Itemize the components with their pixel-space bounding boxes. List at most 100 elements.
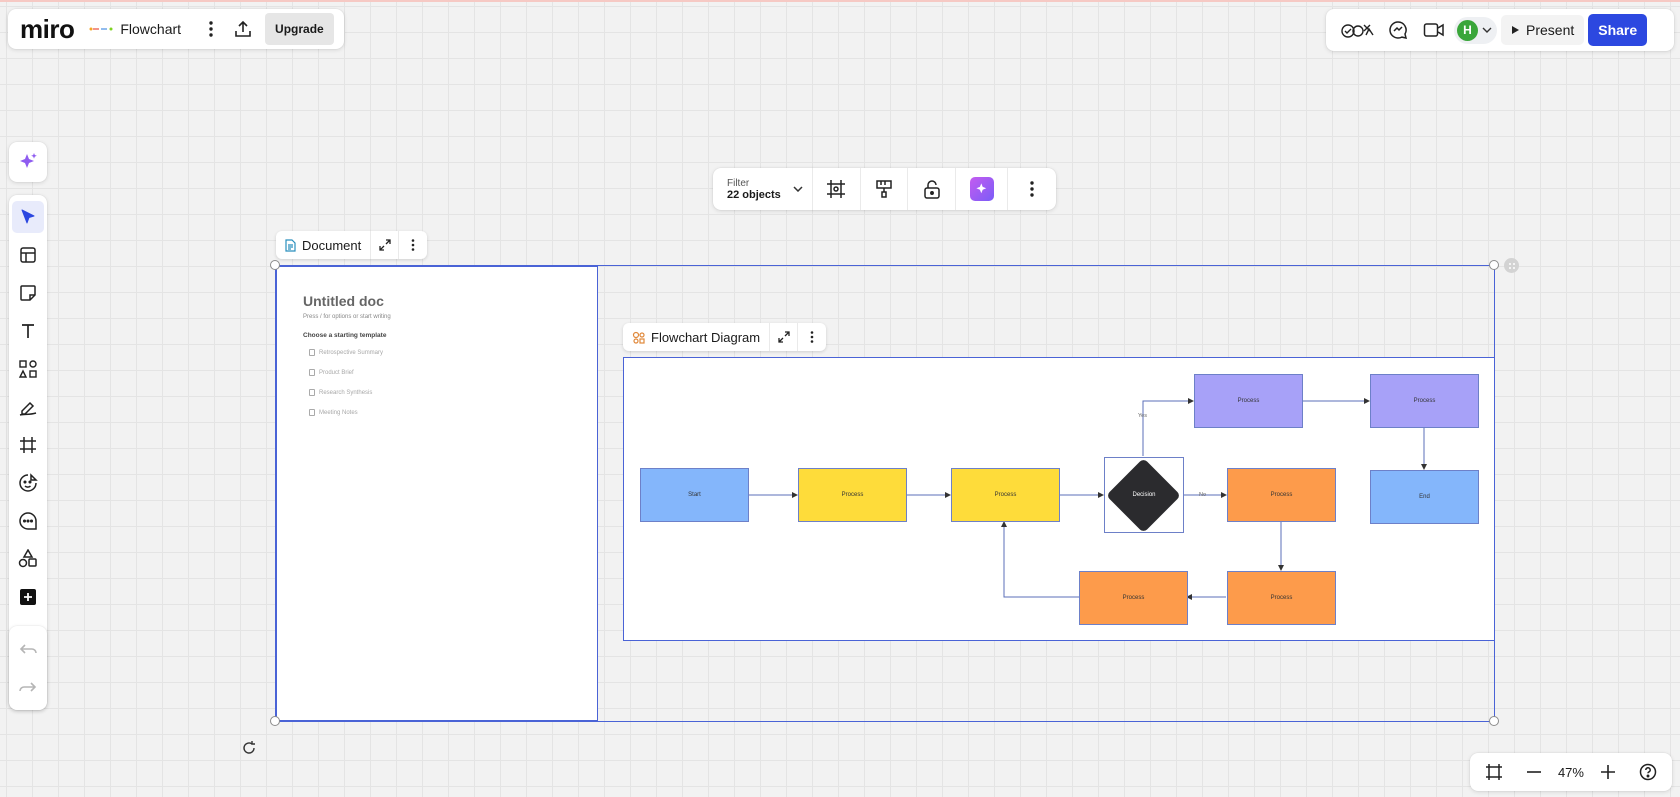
- resize-handle[interactable]: [270, 716, 280, 726]
- flow-node-end[interactable]: End: [1370, 470, 1479, 524]
- rotate-icon[interactable]: [241, 740, 257, 761]
- flow-node-process[interactable]: Process: [1227, 468, 1336, 522]
- present-label: Present: [1526, 22, 1575, 38]
- template-label: Retrospective Summary: [319, 349, 384, 356]
- present-button[interactable]: Present: [1501, 15, 1585, 45]
- stickers-icon[interactable]: [12, 467, 44, 499]
- doc-choose-template: Choose a starting template: [303, 332, 387, 339]
- ai-assist-button[interactable]: [956, 168, 1009, 210]
- flow-node-process[interactable]: Process: [1370, 374, 1479, 428]
- tools-toolbar: [9, 195, 47, 710]
- selection-context-toolbar: Filter 22 objects: [713, 168, 1056, 210]
- text-icon[interactable]: [12, 315, 44, 347]
- shapes-icon[interactable]: [12, 353, 44, 385]
- avatar: H: [1457, 19, 1478, 41]
- flow-node-process[interactable]: Process: [1079, 571, 1188, 625]
- chat-icon[interactable]: [1382, 14, 1414, 46]
- connectors: [748, 398, 1427, 600]
- board-header: miro Flowchart Upgrade: [8, 9, 344, 49]
- resize-handle[interactable]: [1489, 260, 1499, 270]
- zoom-level[interactable]: 47%: [1557, 764, 1584, 780]
- more-options-icon[interactable]: [1008, 168, 1056, 210]
- filter-label: Filter: [727, 177, 750, 189]
- frame-icon[interactable]: [12, 429, 44, 461]
- decision-label: Decision: [1132, 492, 1156, 498]
- flowchart-tag-label[interactable]: Flowchart Diagram: [623, 323, 771, 351]
- diagram-icon[interactable]: [12, 543, 44, 575]
- template-label: Research Synthesis: [319, 389, 373, 396]
- history-toolbar: [9, 626, 47, 710]
- document-icon: [309, 389, 315, 396]
- document-icon: [309, 349, 315, 356]
- document-menu-icon[interactable]: [399, 231, 427, 259]
- ai-sparkle-icon: [969, 177, 994, 201]
- doc-title[interactable]: Untitled doc: [303, 293, 384, 309]
- document-icon: [309, 369, 315, 376]
- help-icon[interactable]: [1632, 756, 1664, 788]
- drag-handle-icon[interactable]: [1504, 258, 1519, 273]
- export-icon[interactable]: [227, 13, 259, 45]
- redo-icon[interactable]: [12, 671, 44, 703]
- edge-label-no: No: [1199, 492, 1207, 498]
- flow-node-process[interactable]: Process: [1194, 374, 1303, 428]
- filter-dropdown[interactable]: Filter 22 objects: [713, 168, 813, 210]
- reactions-icon[interactable]: [1338, 14, 1378, 46]
- template-item[interactable]: Research Synthesis: [309, 389, 372, 396]
- flowchart-tag-text: Flowchart Diagram: [651, 329, 761, 345]
- template-item[interactable]: Product Brief: [309, 369, 354, 376]
- video-call-icon[interactable]: [1418, 14, 1450, 46]
- zoom-in-icon[interactable]: [1592, 756, 1624, 788]
- play-icon: [1512, 26, 1519, 34]
- templates-icon[interactable]: [12, 239, 44, 271]
- diagram-icon: [632, 331, 645, 344]
- document-frame[interactable]: Untitled doc Press / for options or star…: [276, 266, 598, 721]
- resize-handle[interactable]: [1489, 716, 1499, 726]
- lock-icon[interactable]: [908, 168, 957, 210]
- flowchart-frame[interactable]: Start Process Process Decision Yes No Pr…: [623, 357, 1495, 641]
- document-tag: Document: [276, 231, 428, 259]
- flow-node-process[interactable]: Process: [951, 468, 1060, 522]
- chevron-down-icon: [1482, 27, 1492, 33]
- format-painter-icon[interactable]: [861, 168, 909, 210]
- document-tag-label[interactable]: Document: [276, 231, 372, 259]
- miro-logo[interactable]: miro: [20, 14, 75, 44]
- template-label: Product Brief: [319, 369, 354, 376]
- expand-icon[interactable]: [770, 323, 799, 351]
- chevron-down-icon: [793, 186, 803, 192]
- upgrade-button[interactable]: Upgrade: [265, 13, 334, 45]
- flow-node-start[interactable]: Start: [640, 468, 749, 522]
- resize-handle[interactable]: [270, 260, 280, 270]
- more-apps-icon[interactable]: [12, 581, 44, 613]
- flowchart-board-icon: [89, 27, 113, 31]
- comment-icon[interactable]: [12, 505, 44, 537]
- pen-icon[interactable]: [12, 391, 44, 423]
- share-button[interactable]: Share: [1588, 14, 1648, 46]
- flowchart-menu-icon[interactable]: [798, 323, 826, 351]
- zoom-out-icon[interactable]: [1518, 756, 1550, 788]
- document-tag-text: Document: [302, 237, 362, 253]
- flow-node-process[interactable]: Process: [1227, 571, 1336, 625]
- template-item[interactable]: Meeting Notes: [309, 409, 358, 416]
- template-item[interactable]: Retrospective Summary: [309, 349, 383, 356]
- edge-label-yes: Yes: [1138, 413, 1147, 419]
- top-edge-line: [0, 0, 1680, 2]
- fit-to-screen-icon[interactable]: [1478, 756, 1510, 788]
- create-frame-icon[interactable]: [813, 168, 861, 210]
- board-menu-icon[interactable]: [195, 13, 227, 45]
- template-label: Meeting Notes: [319, 409, 358, 416]
- expand-icon[interactable]: [371, 231, 400, 259]
- select-tool-icon[interactable]: [12, 201, 44, 233]
- ai-sparkle-icon[interactable]: [12, 146, 44, 178]
- sticky-note-icon[interactable]: [12, 277, 44, 309]
- user-menu[interactable]: H: [1454, 16, 1497, 44]
- undo-icon[interactable]: [12, 633, 44, 665]
- flow-node-decision-outline: [1104, 457, 1184, 533]
- collaboration-bar: H Present Share: [1326, 9, 1674, 51]
- flowchart-tag: Flowchart Diagram: [623, 323, 827, 351]
- filter-value: 22 objects: [727, 188, 781, 201]
- ai-toolbar: [9, 142, 47, 182]
- document-icon: [285, 238, 296, 252]
- doc-hint: Press / for options or start writing: [303, 314, 391, 320]
- flow-node-process[interactable]: Process: [798, 468, 907, 522]
- board-name[interactable]: Flowchart: [120, 21, 182, 37]
